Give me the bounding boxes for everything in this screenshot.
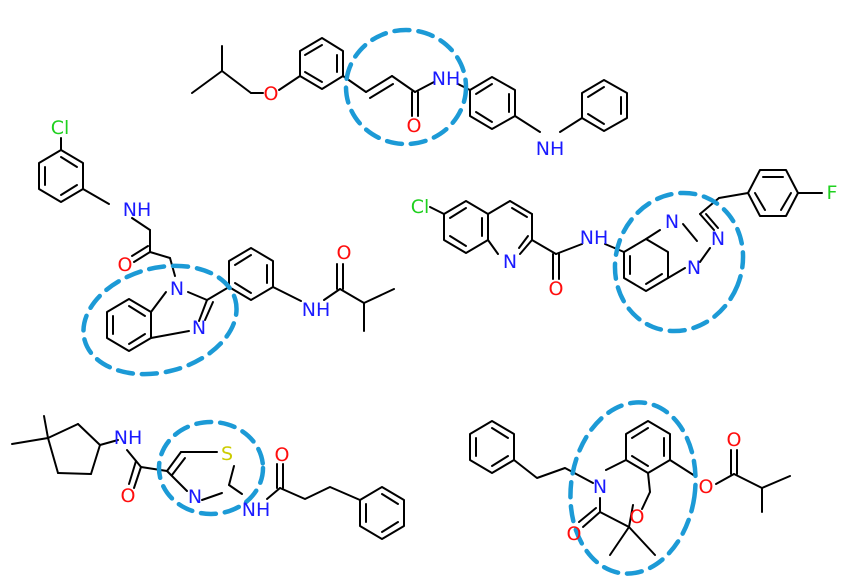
chlorophenyl-ring: [38, 149, 84, 203]
atom-label-o: O: [407, 115, 422, 137]
highlight-ellipse-enamide: [343, 27, 469, 147]
highlight-ellipse-benzoxazinone: [568, 400, 698, 576]
atom-label-n: N: [503, 251, 517, 273]
molecule-2: [38, 137, 395, 352]
atom-label-o: O: [337, 242, 352, 264]
highlight-ellipse-benzimidazole: [81, 263, 239, 377]
ether-bond-right: [278, 75, 301, 91]
atom-label-nh: NH: [536, 138, 565, 160]
atom-label-n: N: [192, 317, 206, 339]
atom-label-nh: NH: [242, 499, 271, 521]
phenyl-ring-1: [299, 37, 344, 90]
atom-labels: O NH O NH Cl NH O N N O NH Cl N O NH N N…: [51, 68, 838, 545]
molecule-3: [429, 169, 823, 292]
molecule-5: [469, 420, 791, 556]
phenyl-ring-middle: [228, 247, 274, 301]
atom-label-nh: NH: [432, 68, 461, 90]
atom-label-nh: NH: [580, 227, 609, 249]
atom-label-o: O: [275, 444, 290, 466]
atom-label-n: N: [188, 486, 202, 508]
atom-label-f: F: [827, 182, 838, 204]
atom-label-o: O: [567, 523, 582, 545]
isopropyl-bonds: [191, 70, 252, 94]
atom-label-o: O: [264, 83, 279, 105]
phenyl-ring-3: [581, 79, 628, 132]
atom-label-n: N: [665, 211, 679, 233]
highlight-ellipse-thiazole: [156, 419, 266, 517]
atom-label-o: O: [699, 476, 714, 498]
atom-label-nh: NH: [302, 299, 331, 321]
molecule-1: [191, 37, 628, 133]
highlight-ellipse-triazolopyridine: [612, 190, 746, 334]
isobutyryl-bonds: [363, 288, 395, 332]
atom-label-n: N: [170, 278, 184, 300]
atom-label-nh: NH: [123, 199, 152, 221]
phenyl-ring-4: [359, 486, 405, 540]
atom-label-o: O: [121, 485, 136, 507]
molecule-4: [11, 415, 405, 540]
alkene-bond: [365, 75, 393, 93]
atom-label-cl: Cl: [411, 196, 430, 218]
atom-label-nh: NH: [114, 427, 143, 449]
atom-label-o: O: [549, 278, 564, 300]
atom-label-cl: Cl: [51, 117, 70, 139]
atom-label-o: O: [118, 254, 133, 276]
atom-label-s: S: [221, 443, 233, 465]
atom-label-n: N: [687, 257, 701, 279]
atom-label-n: N: [593, 476, 607, 498]
phenyl-ring-5: [469, 420, 515, 474]
atom-label-n: N: [711, 228, 725, 250]
atom-label-o: O: [630, 506, 645, 528]
atom-label-o: O: [727, 429, 742, 451]
